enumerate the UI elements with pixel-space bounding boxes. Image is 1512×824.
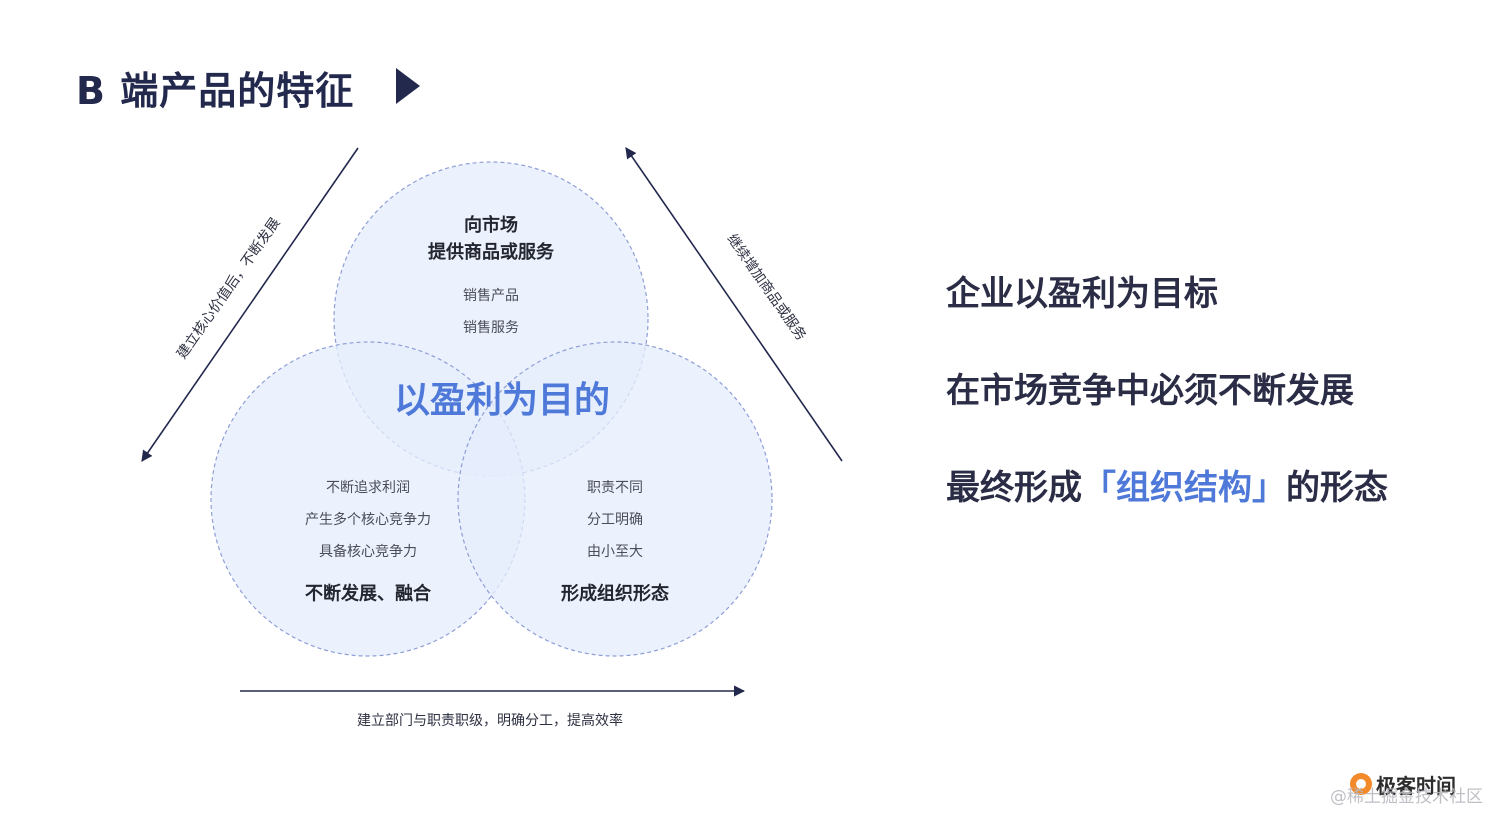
left-circle-item: 具备核心竞争力	[319, 544, 417, 560]
brand-logo: 极客时间	[1350, 770, 1456, 798]
statement-1: 企业以盈利为目标	[946, 274, 1218, 314]
right-circle-item: 由小至大	[587, 544, 643, 560]
right-arrow	[625, 147, 843, 462]
top-circle-item: 销售产品	[463, 288, 519, 304]
left-arrow	[141, 147, 359, 462]
center-label: 以盈利为目的	[393, 380, 611, 421]
page-title: B 端产品的特征	[76, 69, 355, 113]
left-circle-heading: 不断发展、融合	[305, 583, 431, 605]
top-circle-item: 销售服务	[463, 320, 519, 336]
right-circle-item: 职责不同	[587, 480, 643, 496]
top-circle-heading-line1: 向市场	[464, 215, 518, 236]
play-arrow-icon	[396, 68, 420, 104]
watermark: @稀土掘金技术社区	[1330, 787, 1483, 807]
right-circle-item: 分工明确	[587, 512, 643, 528]
bottom-arrow-label: 建立部门与职责职级，明确分工，提高效率	[357, 713, 623, 729]
statement-3: 最终形成「组织结构」的形态	[946, 460, 1388, 509]
statement-2: 在市场竞争中必须不断发展	[946, 371, 1354, 411]
left-circle-item: 产生多个核心竞争力	[305, 512, 431, 528]
top-circle-heading: 向市场 提供商品或服务	[428, 212, 554, 266]
statement-3-prefix: 最终形成	[946, 468, 1082, 508]
right-circle	[457, 341, 773, 657]
brand-name: 极客时间	[1376, 773, 1456, 798]
right-circle-heading: 形成组织形态	[561, 583, 669, 605]
top-circle-heading-line2: 提供商品或服务	[428, 242, 554, 263]
geektime-logo-icon	[1350, 773, 1372, 795]
statement-3-highlight: 「组织结构」	[1082, 468, 1286, 508]
statement-3-suffix: 的形态	[1286, 468, 1388, 508]
left-circle-item: 不断追求利润	[326, 480, 410, 496]
